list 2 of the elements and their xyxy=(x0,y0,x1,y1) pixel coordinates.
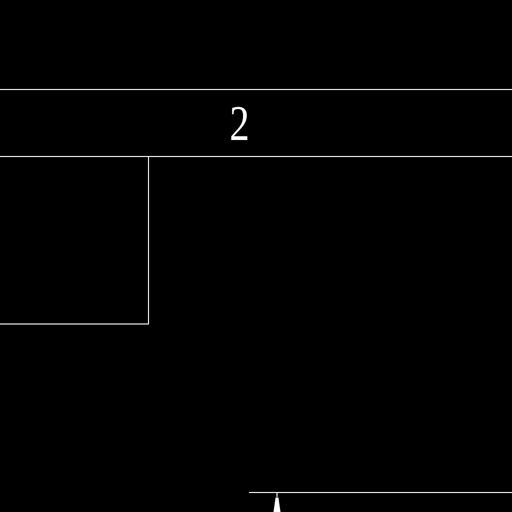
title-band xyxy=(0,89,512,157)
section-number: 2 xyxy=(229,98,249,148)
